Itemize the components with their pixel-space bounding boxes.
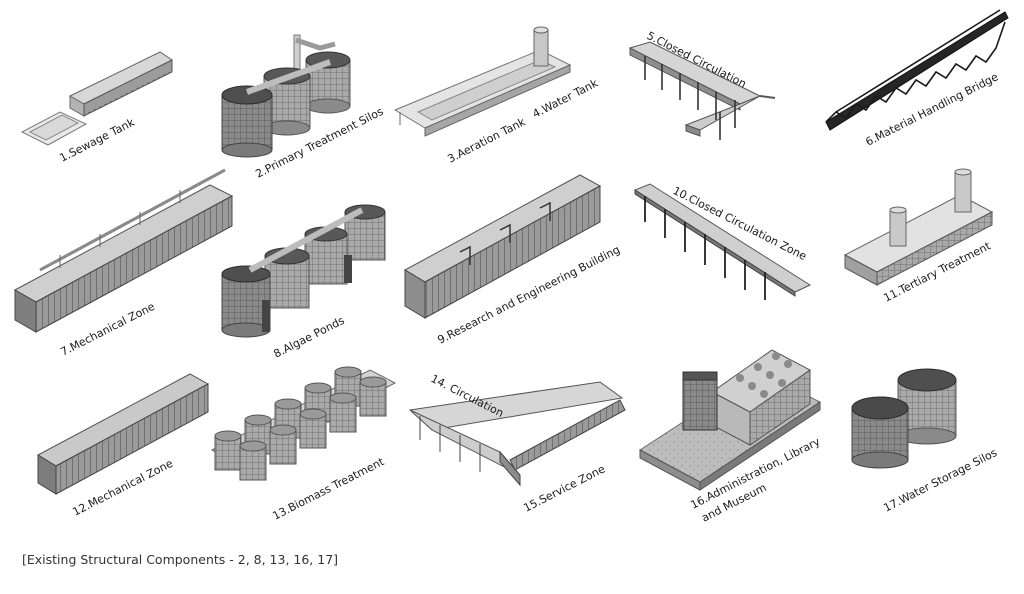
- primary-treatment-silos-drawing: [221, 34, 351, 158]
- closed-circulation-drawing: [628, 41, 776, 140]
- label-biomass-treatment: 13.Biomass Treatment: [270, 455, 386, 523]
- label-aeration-tank: 3.Aeration Tank: [445, 115, 528, 166]
- caption: [Existing Structural Components - 2, 8, …: [22, 552, 339, 567]
- aeration-water-tank-drawing: [393, 26, 572, 137]
- sewage-tank-drawing: [20, 51, 173, 146]
- label-algae-ponds: 8.Algae Ponds: [271, 314, 346, 361]
- algae-ponds-drawing: [221, 204, 386, 338]
- biomass-treatment-drawing: [210, 366, 397, 481]
- tertiary-treatment-drawing: [843, 168, 994, 286]
- water-storage-silos-drawing: [851, 368, 957, 469]
- circulation-service-zone-drawing: [408, 381, 626, 487]
- label-service-zone: 15.Service Zone: [521, 462, 607, 514]
- mechanical-zone-2-drawing: [36, 373, 210, 495]
- mechanical-zone-drawing: [13, 168, 234, 333]
- administration-library-drawing: [639, 349, 821, 491]
- closed-circulation-zone-drawing: [633, 183, 812, 300]
- material-handling-bridge-drawing: [825, 9, 1009, 131]
- research-building-drawing: [403, 174, 602, 319]
